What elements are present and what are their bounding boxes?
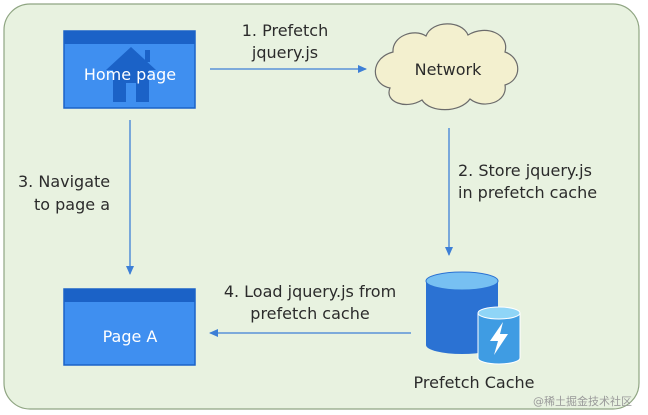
edge-load-label-line2: prefetch cache [250, 304, 369, 323]
database-bolt-icon [425, 271, 521, 365]
edge-load-label-line1: 4. Load jquery.js from [224, 282, 396, 301]
prefetch-cache-label: Prefetch Cache [414, 373, 535, 392]
edge-prefetch-label-line1: 1. Prefetch [242, 21, 328, 40]
edge-store-label-line2: in prefetch cache [458, 183, 597, 202]
prefetch-cache-node: Prefetch Cache [414, 271, 535, 392]
edge-prefetch-label-line2: jquery.js [251, 43, 318, 62]
edge-navigate: 3. Navigate to page a [18, 120, 134, 275]
watermark: @稀土掘金技术社区 [533, 394, 632, 408]
edge-navigate-label-line2: to page a [34, 195, 110, 214]
edge-prefetch: 1. Prefetch jquery.js [210, 21, 367, 73]
home-page-node: Home page [63, 30, 196, 109]
edge-store: 2. Store jquery.js in prefetch cache [445, 128, 597, 256]
network-node: Network [374, 23, 519, 111]
cloud-icon [374, 23, 519, 111]
edge-store-label-line1: 2. Store jquery.js [458, 161, 592, 180]
home-page-label: Home page [84, 65, 176, 84]
page-a-node: Page A [63, 288, 196, 366]
page-a-label: Page A [103, 327, 158, 346]
edge-navigate-label-line1: 3. Navigate [18, 172, 110, 191]
network-label: Network [415, 60, 483, 79]
house-icon [106, 47, 156, 102]
edge-load: 4. Load jquery.js from prefetch cache [209, 282, 411, 337]
